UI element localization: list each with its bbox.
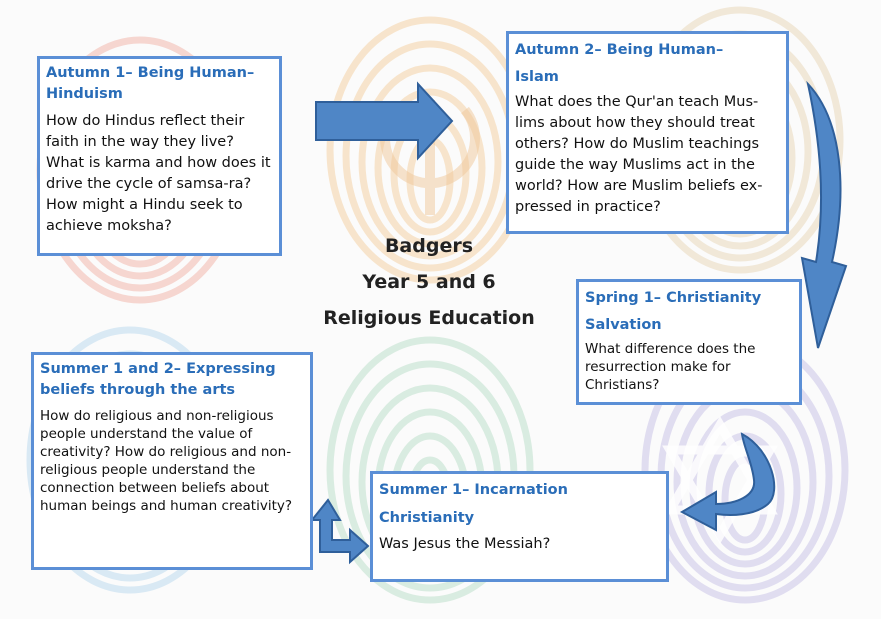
title-line-1: Badgers: [384, 235, 474, 257]
summer12-title: Summer 1 and 2– Expressing beliefs throu…: [40, 361, 276, 398]
spring1-title-line2: Salvation: [585, 317, 662, 333]
autumn1-title: Autumn 1– Being Human– Hinduism: [46, 65, 255, 102]
autumn1-body: How do Hindus reflect their faith in the…: [46, 113, 271, 234]
summer12-body: How do religious and non-religious peopl…: [40, 408, 293, 514]
autumn2-title-line2: Islam: [515, 69, 559, 85]
spring1-title-line1: Spring 1– Christianity: [585, 290, 762, 306]
summer12-box: Summer 1 and 2– Expressing beliefs throu…: [31, 352, 313, 570]
autumn2-title-line1: Autumn 2– Being Human–: [515, 42, 724, 58]
summer1-title-line1: Summer 1– Incarnation: [379, 482, 568, 498]
summer1-box: Summer 1– Incarnation Christianity Was J…: [370, 471, 669, 582]
summer1-title-line2: Christianity: [379, 510, 475, 526]
title-line-2: Year 5 and 6: [362, 271, 496, 293]
summer1-body: Was Jesus the Messiah?: [379, 536, 551, 552]
autumn2-body: What does the Qur'an teach Mus-lims abou…: [515, 94, 763, 215]
autumn2-box: Autumn 2– Being Human– Islam What does t…: [506, 31, 789, 234]
autumn1-box: Autumn 1– Being Human– Hinduism How do H…: [37, 56, 282, 256]
title-line-3: Religious Education: [323, 307, 535, 329]
page-title: Badgers Year 5 and 6 Religious Education: [300, 228, 558, 336]
spring1-box: Spring 1– Christianity Salvation What di…: [576, 279, 802, 405]
spring1-body: What difference does the resurrection ma…: [585, 341, 756, 393]
